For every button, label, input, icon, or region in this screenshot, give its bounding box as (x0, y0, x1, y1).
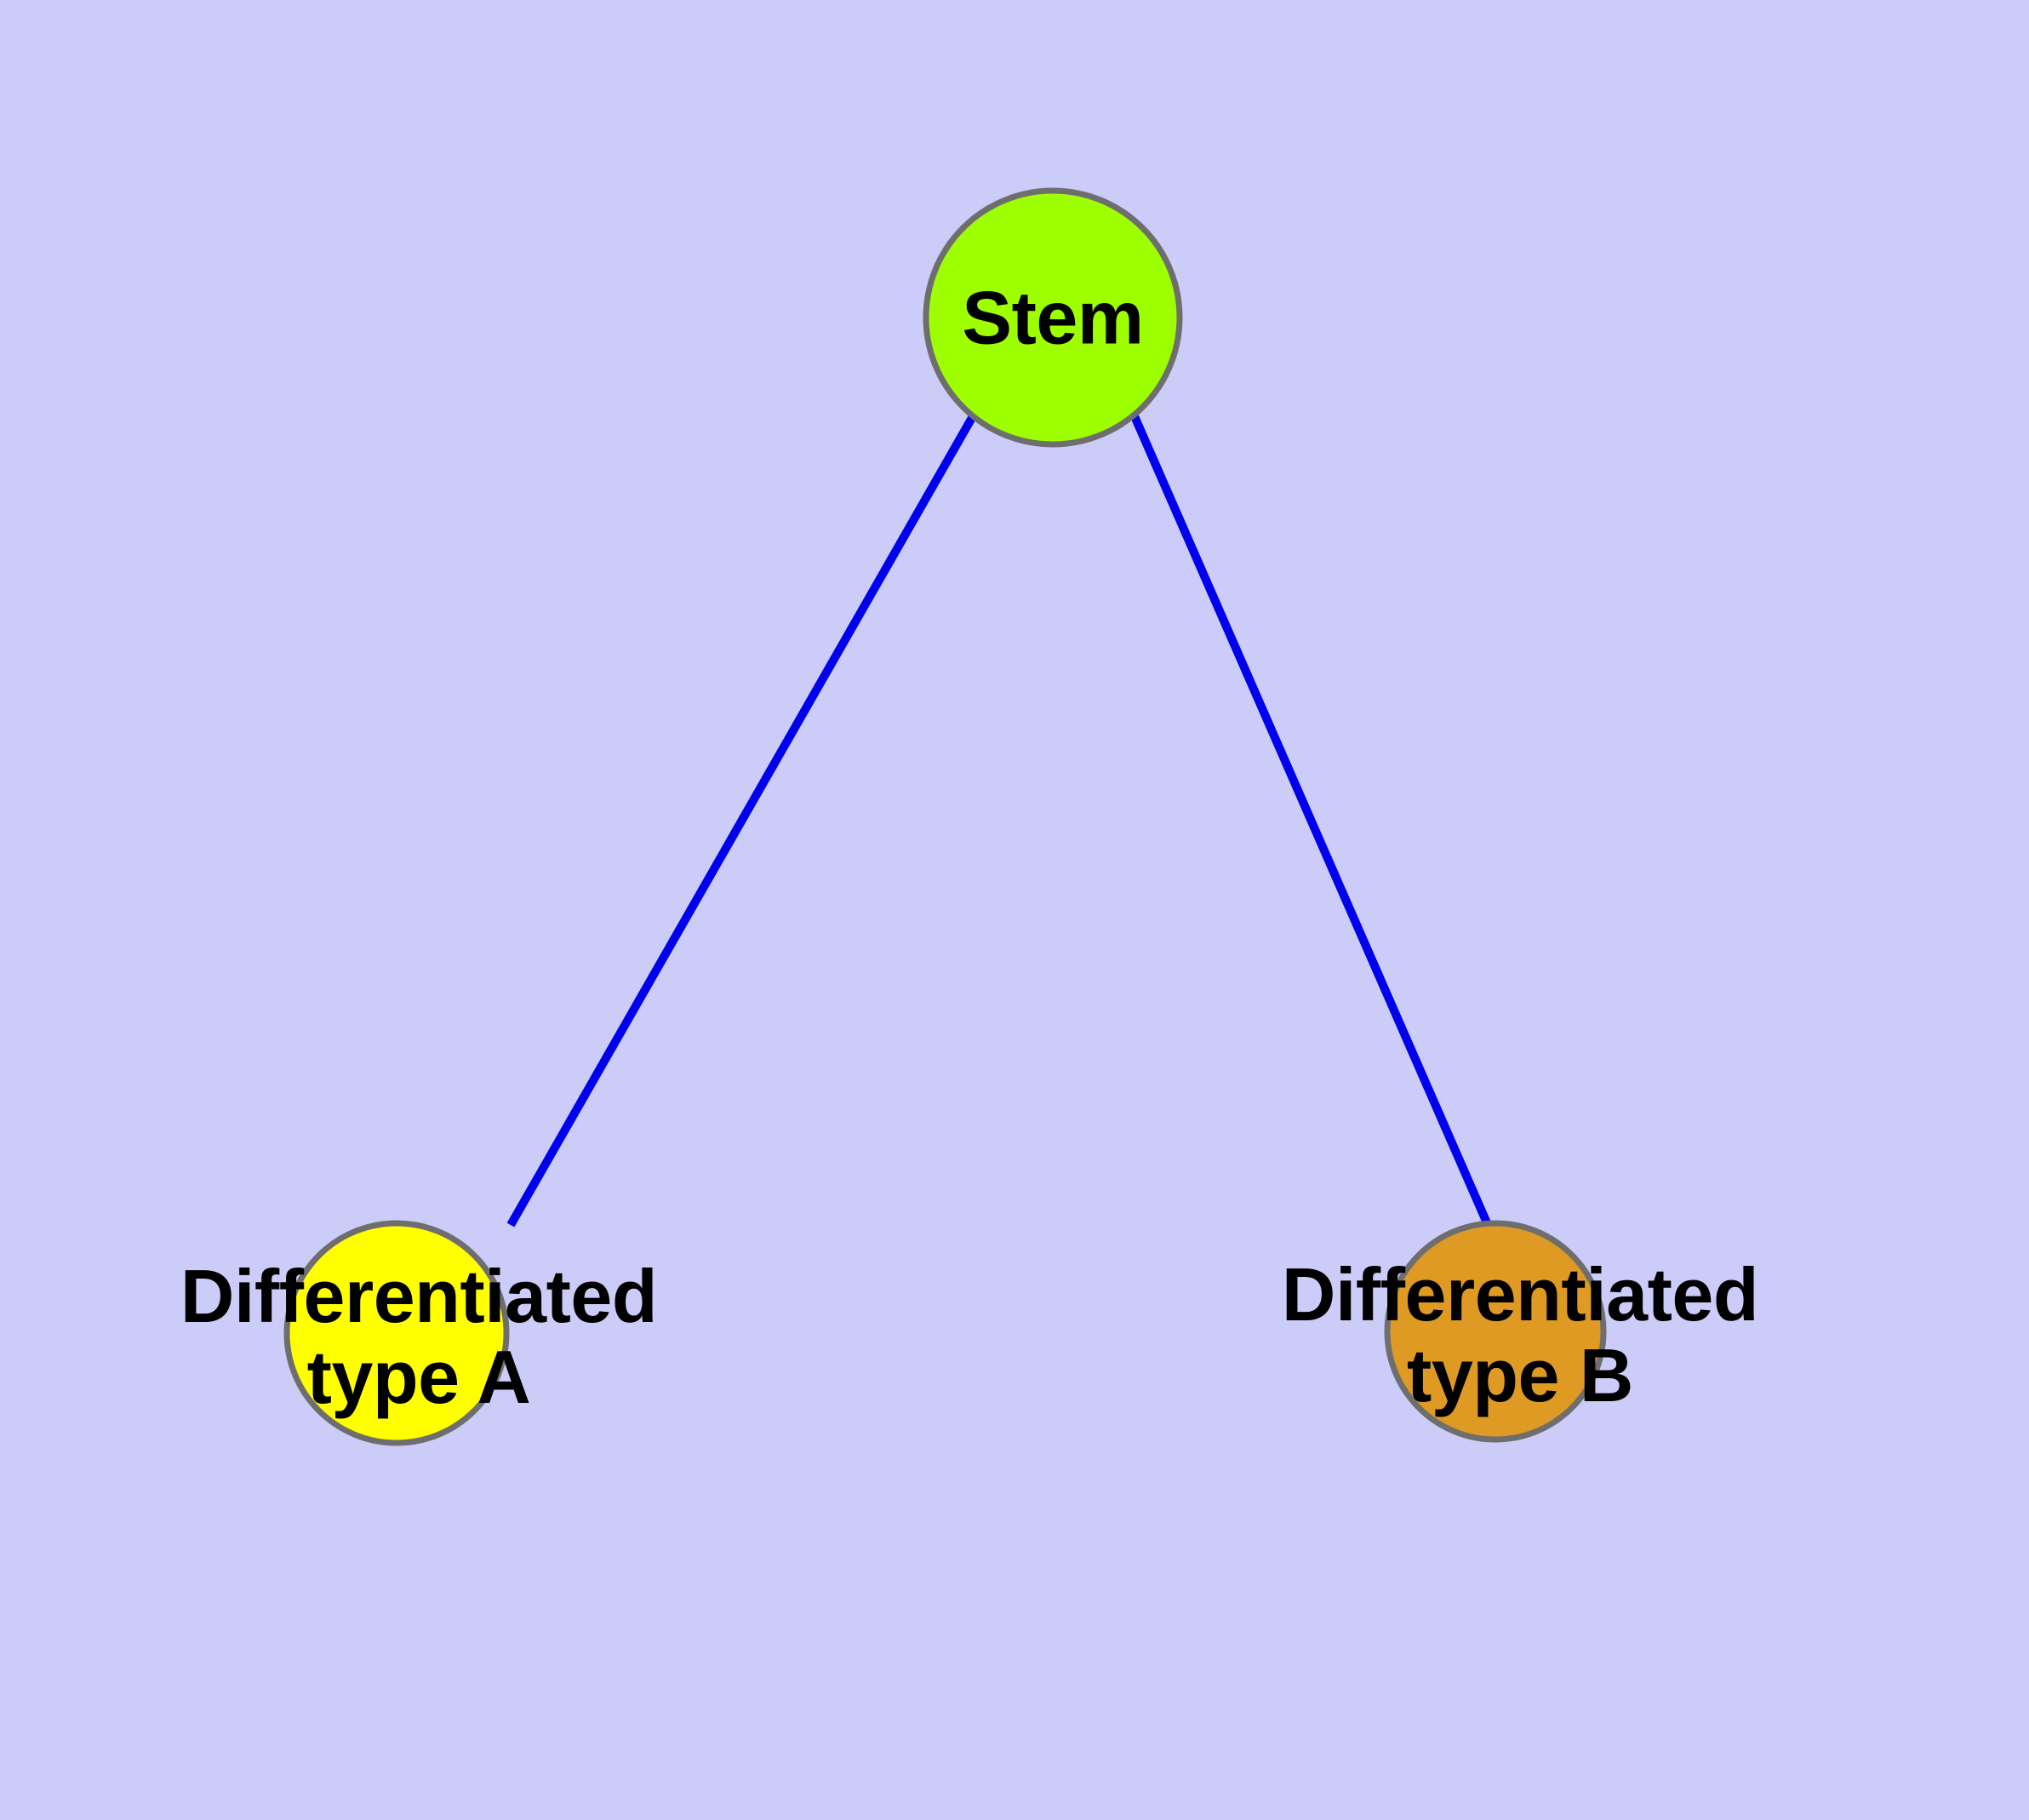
edge-layer (506, 414, 1493, 1229)
edge-stem-to-diff-a (506, 414, 977, 1228)
node-layer (283, 187, 1607, 1446)
node-circle-diff-b[interactable] (1384, 1220, 1607, 1443)
node-circle-diff-a[interactable] (283, 1220, 510, 1446)
node-circle-stem[interactable] (923, 187, 1183, 448)
edge-stem-to-diff-b (1130, 414, 1493, 1229)
